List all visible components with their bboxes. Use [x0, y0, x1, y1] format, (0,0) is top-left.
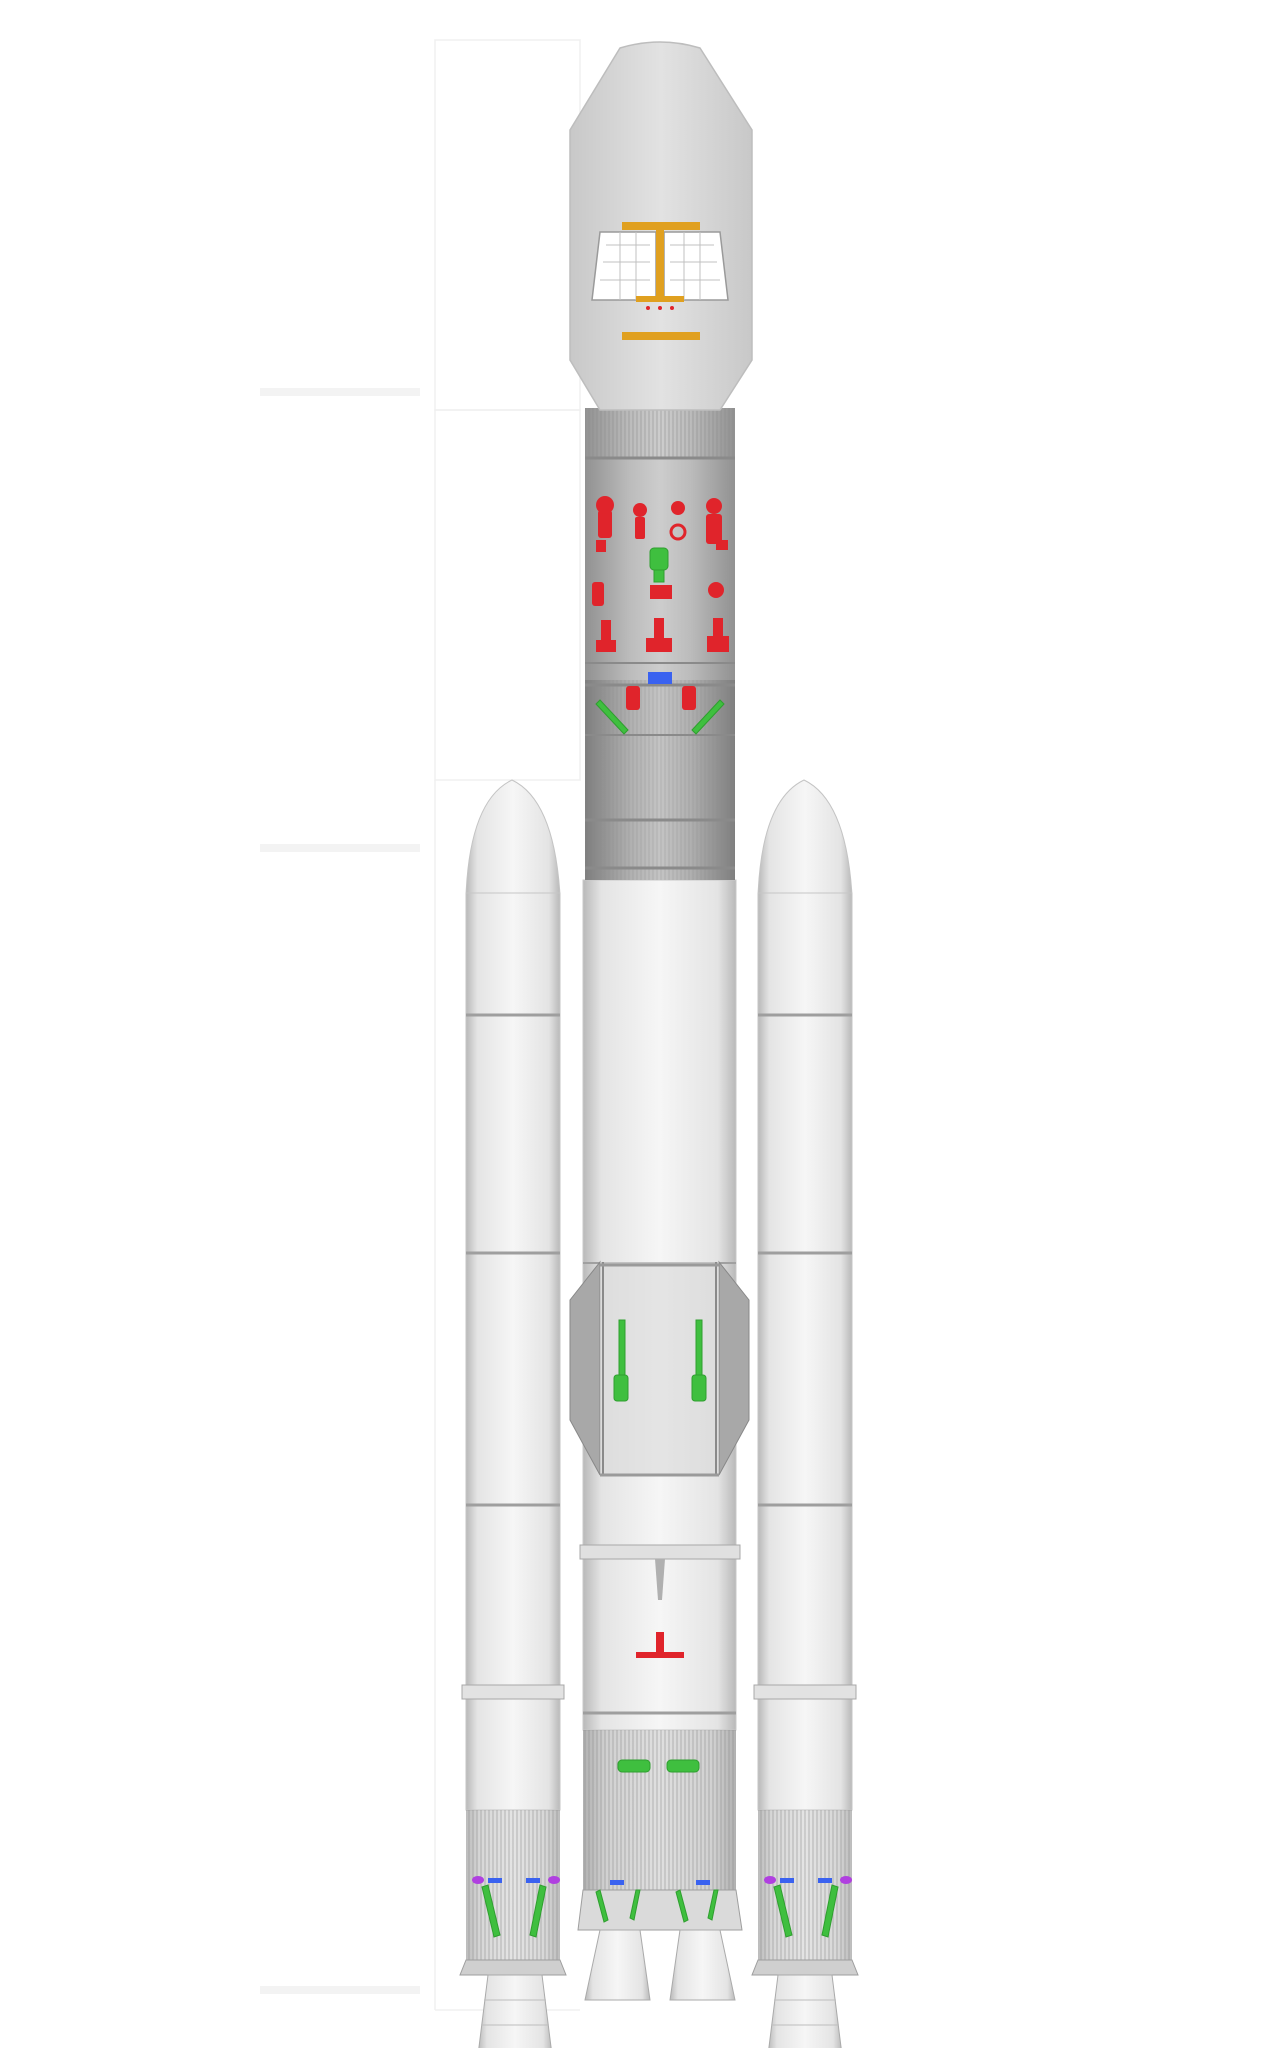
tank-component-icon: [633, 503, 647, 539]
valve-component-icon: [636, 1632, 684, 1658]
core-stage: [569, 879, 750, 1931]
thruster-component-icon: [592, 582, 729, 710]
tank-component-icon: [706, 498, 728, 550]
booster-left: [459, 779, 567, 1976]
tank-component-icon: [669, 501, 687, 541]
gimbal-actuator-icon: [613, 1319, 707, 1402]
gimbal-actuator-icon: [481, 1759, 839, 1938]
tank-component-icon: [596, 496, 614, 552]
core-engine: [584, 1929, 736, 2001]
booster-nozzle-right: [768, 1974, 842, 2048]
satellite-payload: [591, 222, 729, 340]
actuator-components: [481, 547, 839, 1938]
solar-panel-right: [663, 231, 729, 301]
gimbal-actuator-icon: [595, 699, 725, 735]
upper-stage-components: [592, 496, 729, 710]
solar-panel-left: [591, 231, 657, 301]
guide-frame: [260, 39, 581, 2011]
booster-right: [751, 779, 859, 1976]
sensor-components: [488, 672, 832, 1885]
gimbal-actuator-icon: [649, 547, 669, 583]
booster-nozzle-left: [478, 1974, 552, 2048]
valve-violet-components: [472, 1876, 852, 1884]
